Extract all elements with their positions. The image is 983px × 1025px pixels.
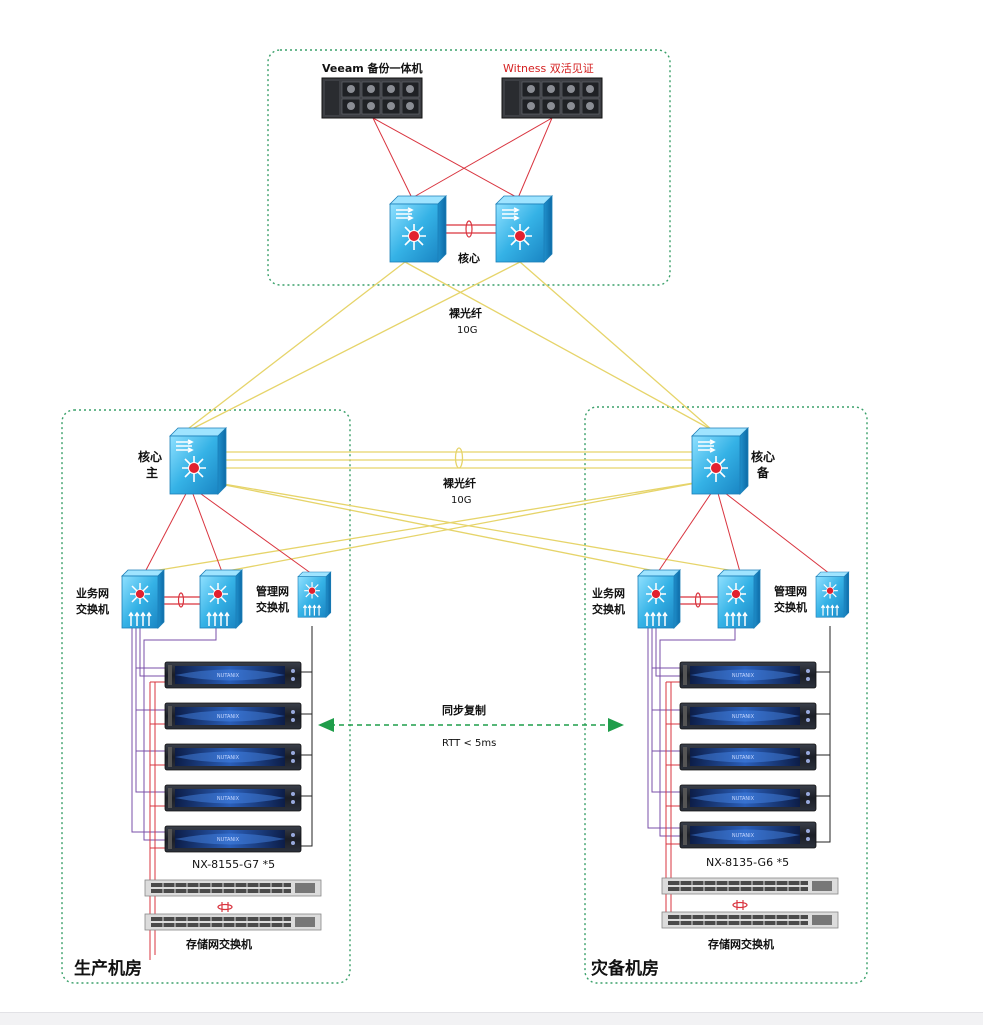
production-mgmt-switch-label-2: 交换机 xyxy=(256,600,289,614)
production-biz-switch-label: 业务网 xyxy=(76,586,109,600)
top-core-switch-left-icon xyxy=(389,195,447,263)
interlink-fiber-label: 裸光纤 xyxy=(443,476,476,490)
dr-storage-switch-label: 存储网交换机 xyxy=(708,937,774,951)
production-mgmt-switch-icon xyxy=(297,571,332,618)
uplink-fiber-label: 裸光纤 xyxy=(449,306,482,320)
witness-server-icon xyxy=(501,77,603,119)
dr-mgmt-switch-label: 管理网 xyxy=(774,584,807,598)
node-brand-text: NUTANIX xyxy=(217,796,240,802)
dr-core-label: 核心 xyxy=(751,449,775,464)
node-brand-text: NUTANIX xyxy=(732,833,755,839)
dr-biz-switch-a-icon xyxy=(637,569,681,629)
witness-label: Witness 双活见证 xyxy=(503,62,594,75)
node-brand-text: NUTANIX xyxy=(732,673,755,679)
top-core-interlink xyxy=(440,220,498,238)
production-biz-switch-b-icon xyxy=(199,569,243,629)
interlink-speed-label: 10G xyxy=(451,495,471,506)
veeam-backup-server-icon xyxy=(321,77,423,119)
top-core-label: 核心 xyxy=(458,251,480,265)
replication-rtt-label: RTT < 5ms xyxy=(442,738,496,749)
production-storage-switch-b-icon xyxy=(144,913,322,931)
replication-label: 同步复制 xyxy=(442,703,486,717)
production-cabling xyxy=(131,626,313,960)
dr-storage-switch-b-icon xyxy=(661,911,839,929)
node-brand-text: NUTANIX xyxy=(217,837,240,843)
production-mgmt-switch-label: 管理网 xyxy=(256,584,289,598)
dr-core-role-label: 备 xyxy=(756,465,770,480)
yellow-uplinks xyxy=(179,261,713,436)
node-brand-text: NUTANIX xyxy=(732,755,755,761)
production-access-interlink xyxy=(162,592,200,608)
production-red-links xyxy=(144,485,313,575)
production-core-label: 核心 xyxy=(138,449,162,464)
dr-biz-switch-label: 业务网 xyxy=(592,586,625,600)
production-biz-switch-a-icon xyxy=(121,569,165,629)
dr-core-switch-icon xyxy=(691,427,749,495)
node-brand-text: NUTANIX xyxy=(732,714,755,720)
node-brand-text: NUTANIX xyxy=(217,755,240,761)
dr-biz-switch-label-2: 交换机 xyxy=(592,602,625,616)
top-core-switch-right-icon xyxy=(495,195,553,263)
yellow-interlinks xyxy=(146,447,741,573)
dr-room-title: 灾备机房 xyxy=(591,958,659,979)
replication-arrow xyxy=(318,718,624,732)
production-storage-switch-label: 存储网交换机 xyxy=(186,937,252,951)
node-brand-text: NUTANIX xyxy=(217,673,240,679)
dr-storage-switch-a-icon xyxy=(661,877,839,895)
node-brand-text: NUTANIX xyxy=(217,714,240,720)
dr-storage-interlink xyxy=(732,900,748,910)
window-bottom-strip xyxy=(0,1012,983,1025)
uplink-speed-label: 10G xyxy=(457,325,477,336)
top-site-frame xyxy=(267,49,671,286)
veeam-label: Veeam 备份一体机 xyxy=(322,61,423,75)
production-room-frame xyxy=(61,409,351,984)
dr-mgmt-switch-icon xyxy=(815,571,850,618)
dr-mgmt-switch-label-2: 交换机 xyxy=(774,600,807,614)
dr-room-frame xyxy=(584,406,868,984)
production-storage-interlink xyxy=(217,902,233,912)
dr-biz-switch-b-icon xyxy=(717,569,761,629)
node-brand-text: NUTANIX xyxy=(732,796,755,802)
dr-access-interlink xyxy=(679,592,718,608)
production-node-model-label: NX-8155-G7 *5 xyxy=(192,858,275,871)
top-red-links xyxy=(372,117,553,199)
dr-node-model-label: NX-8135-G6 *5 xyxy=(706,856,789,869)
production-storage-switch-a-icon xyxy=(144,879,322,897)
dr-red-links xyxy=(657,485,831,575)
production-room-title: 生产机房 xyxy=(74,958,142,979)
production-core-switch-icon xyxy=(169,427,227,495)
production-core-role-label: 主 xyxy=(146,465,158,480)
production-biz-switch-label-2: 交换机 xyxy=(76,602,109,616)
